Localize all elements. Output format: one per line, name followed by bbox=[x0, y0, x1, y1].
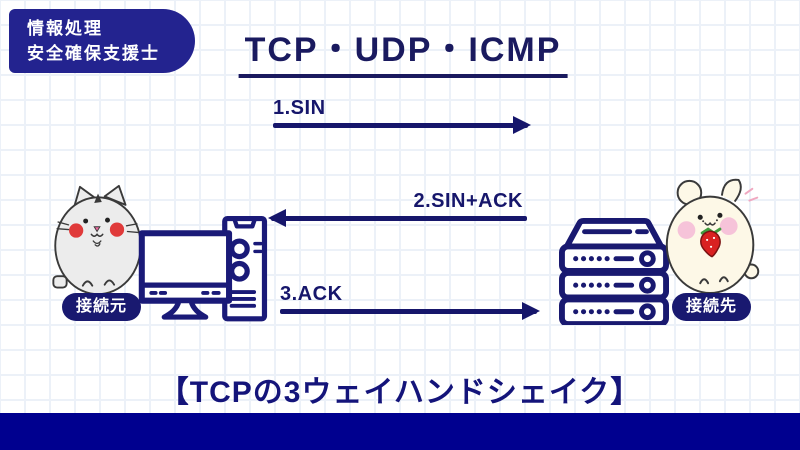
hamster-character-icon bbox=[662, 176, 766, 294]
arrow-syn-ack: 2.SIN+ACK bbox=[268, 190, 527, 227]
credential-badge: 情報処理 安全確保支援士 bbox=[9, 9, 195, 73]
footer-bar bbox=[0, 413, 800, 450]
credential-badge-line1: 情報処理 bbox=[27, 19, 103, 39]
arrow-ack: 3.ACK bbox=[280, 283, 540, 320]
credential-badge-line2: 安全確保支援士 bbox=[27, 43, 160, 63]
diagram-caption: 【TCPの3ウェイハンドシェイク】 bbox=[158, 376, 642, 409]
arrow-ack-shaft bbox=[280, 302, 540, 320]
server-rack-icon bbox=[555, 215, 673, 325]
page-title: TCP・UDP・ICMP bbox=[238, 22, 568, 78]
desktop-computer-icon bbox=[137, 216, 271, 324]
arrow-syn-label: 1.SIN bbox=[273, 97, 326, 119]
arrow-syn: 1.SIN bbox=[273, 97, 531, 134]
server-role-badge: 接続先 bbox=[672, 293, 752, 321]
cat-character-icon bbox=[50, 184, 146, 298]
arrow-syn-ack-label: 2.SIN+ACK bbox=[413, 190, 523, 212]
arrow-ack-label: 3.ACK bbox=[280, 283, 343, 305]
arrow-syn-shaft bbox=[273, 116, 531, 134]
arrow-syn-ack-shaft bbox=[268, 209, 527, 227]
client-role-badge: 接続元 bbox=[62, 293, 142, 321]
